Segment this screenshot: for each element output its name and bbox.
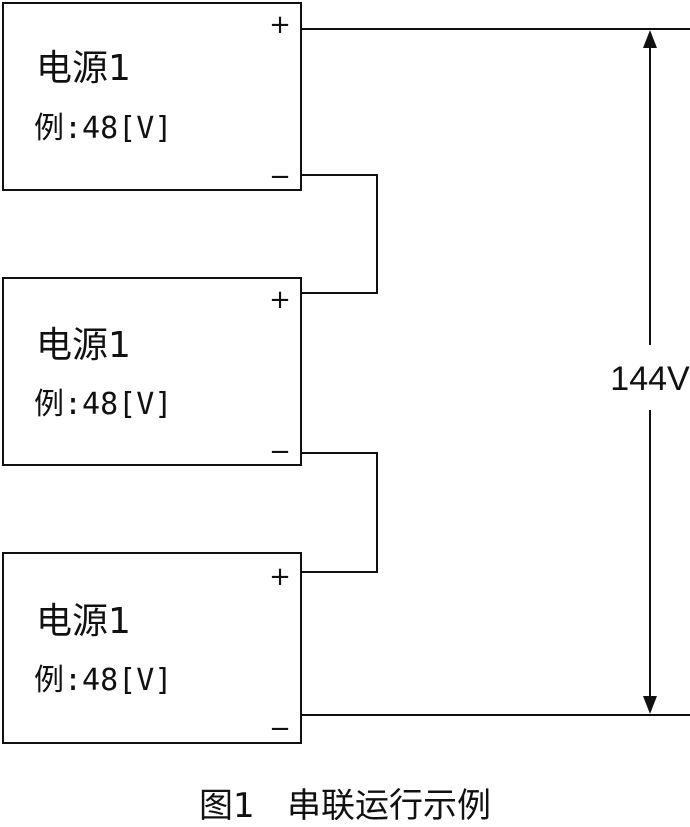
plus-terminal: + [269, 285, 291, 315]
power-source-3: 电源1 例:48[V] + − [2, 552, 302, 744]
series-wire-1-2 [301, 174, 378, 294]
minus-terminal: − [269, 162, 291, 192]
power-source-box [2, 277, 302, 466]
figure-title: 串联运行示例 [287, 786, 492, 826]
plus-terminal: + [269, 562, 291, 592]
minus-terminal: − [269, 437, 291, 467]
arrow-head-down-icon [643, 696, 657, 714]
power-source-name: 电源1 [36, 48, 131, 89]
power-source-example: 例:48[V] [34, 111, 172, 146]
minus-terminal: − [269, 714, 291, 744]
caption-gap [255, 786, 287, 826]
voltage-dimension-arrow [643, 30, 657, 714]
figure-number: 图1 [198, 786, 255, 826]
power-source-box [2, 552, 302, 744]
total-voltage-label: 144V [610, 360, 690, 398]
plus-terminal: + [269, 10, 291, 40]
power-source-example: 例:48[V] [34, 387, 172, 422]
figure-caption: 图1 串联运行示例 [0, 778, 690, 827]
series-wire-2-3 [301, 452, 378, 573]
power-source-box [2, 2, 302, 191]
arrow-head-up-icon [643, 30, 657, 48]
power-source-example: 例:48[V] [34, 663, 172, 698]
power-source-2: 电源1 例:48[V] + − [2, 277, 302, 467]
power-source-1: 电源1 例:48[V] + − [2, 2, 302, 192]
power-source-name: 电源1 [36, 325, 131, 366]
series-operation-diagram: 电源1 例:48[V] + − 电源1 例:48[V] + − 电源1 例:48… [2, 2, 690, 744]
power-source-name: 电源1 [36, 601, 131, 642]
